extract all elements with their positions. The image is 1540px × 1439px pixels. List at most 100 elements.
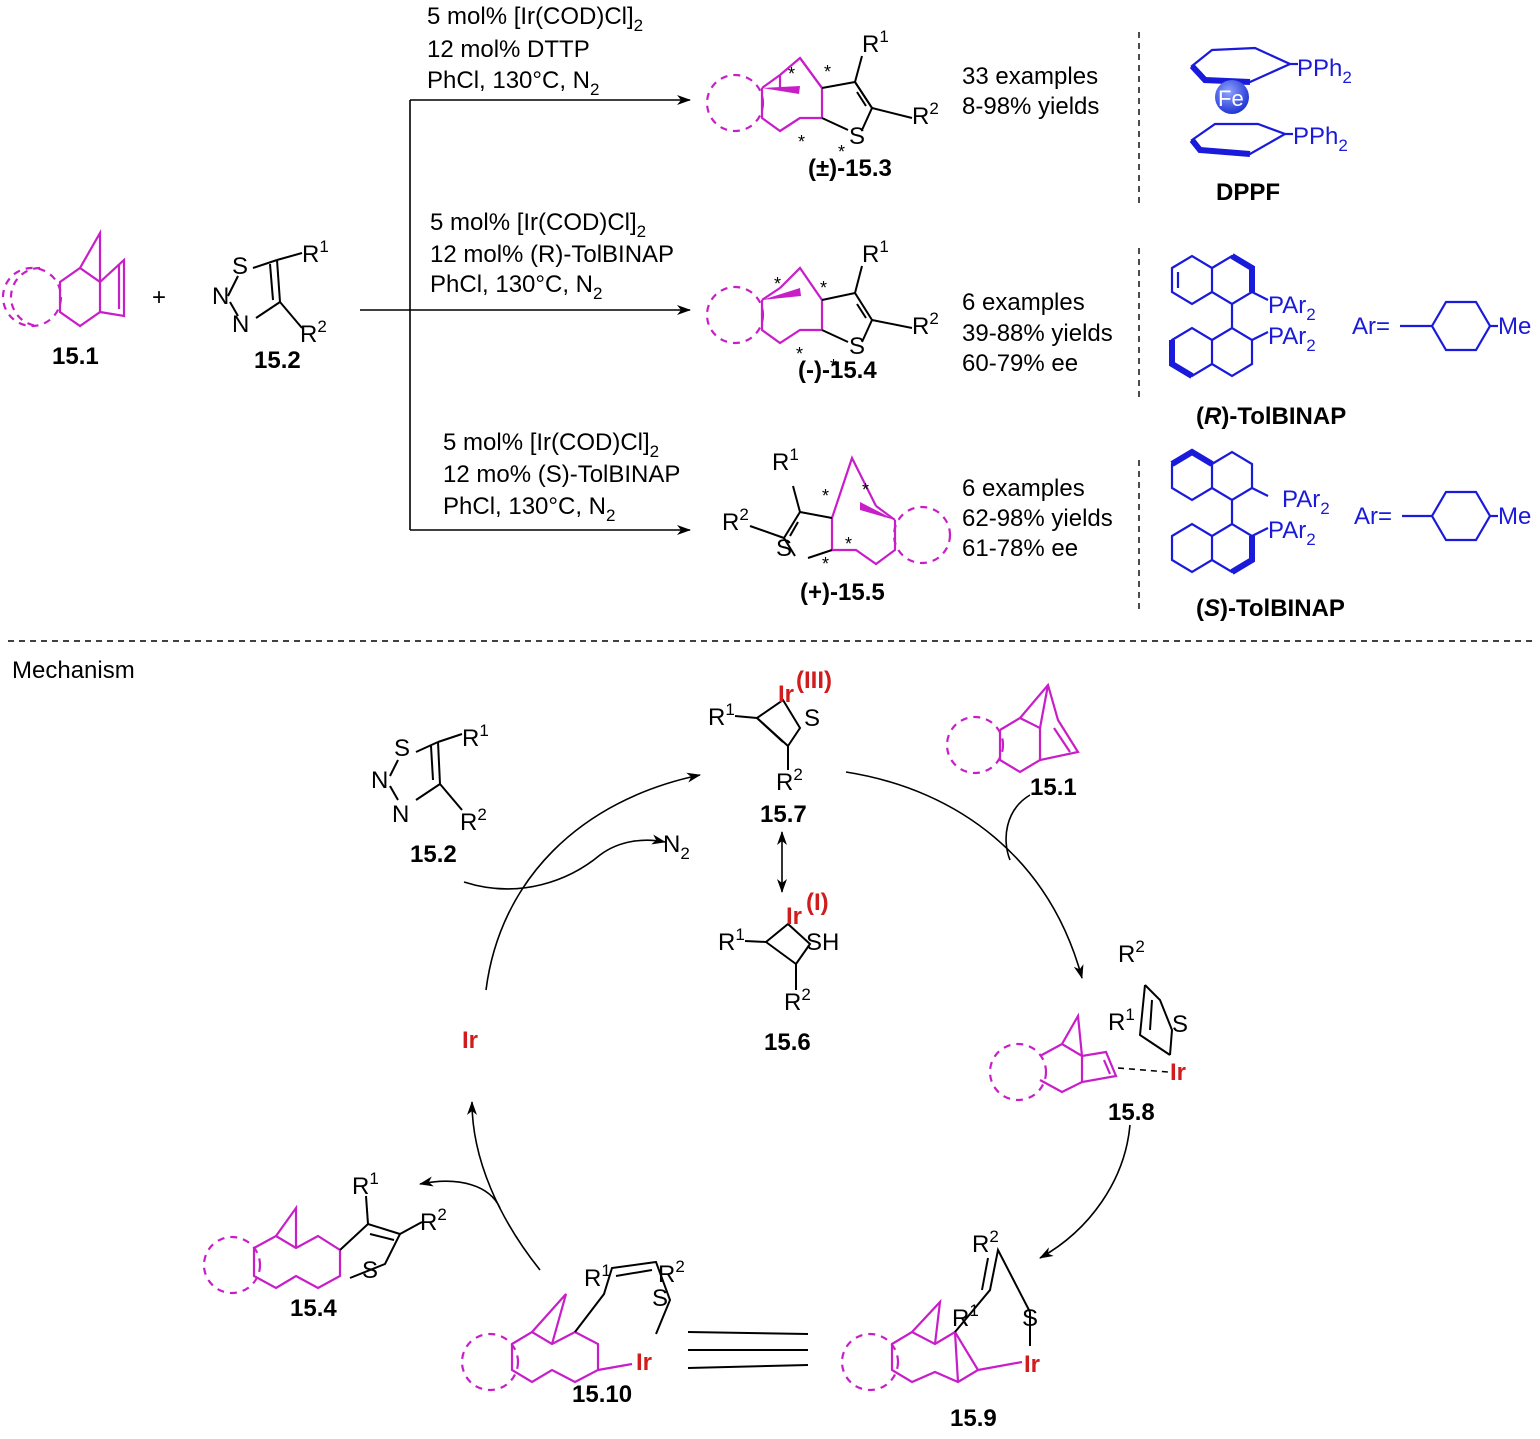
svg-text:Ar=: Ar=: [1354, 503, 1392, 530]
label-dppf: DPPF: [1216, 179, 1280, 206]
svg-text:*: *: [798, 132, 805, 152]
norbornene-cycle: 15.1: [945, 682, 1080, 801]
complex-15-9: S Ir R2 R1 15.9: [840, 1227, 1040, 1432]
svg-text:PhCl, 130°C, N2: PhCl, 130°C, N2: [427, 67, 599, 99]
svg-text:Ir: Ir: [1170, 1059, 1186, 1086]
stats-row-3: 6 examples 62-98% yields 61-78% ee: [962, 475, 1113, 562]
label-15-1-cycle: 15.1: [1030, 774, 1077, 801]
svg-text:SH: SH: [806, 929, 839, 956]
svg-text:12 mol% (R)-TolBINAP: 12 mol% (R)-TolBINAP: [430, 241, 674, 268]
svg-text:39-88% yields: 39-88% yields: [962, 320, 1113, 347]
thiadiazole-N1: N: [212, 283, 229, 310]
svg-text:PhCl, 130°C, N2: PhCl, 130°C, N2: [430, 271, 602, 303]
svg-text:(III): (III): [796, 667, 832, 694]
svg-text:Ir: Ir: [636, 1349, 652, 1376]
conditions-row-3: 5 mol% [Ir(COD)Cl]2 12 mo% (S)-TolBINAP …: [443, 429, 680, 525]
label-15-3: (±)-15.3: [808, 155, 892, 182]
thiadiazole-S: S: [232, 253, 248, 280]
svg-text:*: *: [830, 356, 837, 376]
label-15-8: 15.8: [1108, 1099, 1155, 1126]
svg-text:R1: R1: [352, 1169, 379, 1200]
label-15-6: 15.6: [764, 1029, 811, 1056]
svg-text:S: S: [849, 333, 865, 360]
label-15-9: 15.9: [950, 1405, 997, 1432]
product-15-3: S R1 R2 * * * * (±)-15.3: [705, 27, 939, 182]
svg-text:Fe: Fe: [1218, 86, 1244, 111]
label-15-10: 15.10: [572, 1381, 632, 1408]
svg-text:PhCl, 130°C, N2: PhCl, 130°C, N2: [443, 493, 615, 525]
label-15-5: (+)-15.5: [800, 579, 885, 606]
intermediate-15-6: Ir (I) SH R1 R2 15.6: [718, 889, 839, 1056]
label-15-2-cycle: 15.2: [410, 841, 457, 868]
label-15-4-cycle: 15.4: [290, 1295, 337, 1322]
svg-text:R1: R1: [708, 700, 735, 731]
complex-15-8: S Ir R2 R1 15.8: [988, 937, 1188, 1126]
mechanism-heading: Mechanism: [12, 657, 135, 684]
svg-text:R1: R1: [1108, 1005, 1135, 1036]
label-s-tolbinap: (S)-TolBINAP: [1196, 595, 1345, 622]
svg-text:*: *: [822, 486, 829, 506]
svg-text:R1: R1: [952, 1301, 979, 1332]
stats-row-1: 33 examples 8-98% yields: [962, 63, 1099, 120]
svg-text:S: S: [652, 1285, 668, 1312]
product-15-5: S R1 R2 * * * * (+)-15.5: [722, 445, 952, 606]
svg-text:61-78% ee: 61-78% ee: [962, 535, 1078, 562]
svg-text:*: *: [820, 278, 827, 298]
label-r-tolbinap: (R)-TolBINAP: [1196, 403, 1346, 430]
svg-text:PAr2: PAr2: [1268, 323, 1316, 355]
svg-text:PAr2: PAr2: [1282, 486, 1330, 518]
product-15-4-cycle: S R1 R2 15.4: [202, 1169, 447, 1322]
svg-text:S: S: [394, 735, 410, 762]
svg-text:(I): (I): [806, 889, 829, 916]
svg-text:5 mol% [Ir(COD)Cl]2: 5 mol% [Ir(COD)Cl]2: [427, 3, 643, 35]
r-tolbinap-ligand: PAr2 PAr2 Ar= Me (R)-TolBINAP: [1169, 253, 1531, 430]
norbornene-15-1: 15.1: [1, 228, 126, 370]
svg-text:Me: Me: [1498, 313, 1531, 340]
plus-sign: +: [152, 284, 166, 311]
svg-text:S: S: [1022, 1305, 1038, 1332]
dppf-ligand: Fe PPh2 PPh2 DPPF: [1189, 46, 1352, 206]
conditions-row-1: 5 mol% [Ir(COD)Cl]2 12 mol% DTTP PhCl, 1…: [427, 3, 643, 99]
R2-label: R2: [300, 317, 327, 348]
svg-text:Me: Me: [1498, 503, 1531, 530]
reaction-arrows: [360, 95, 691, 535]
svg-text:PAr2: PAr2: [1268, 517, 1316, 549]
svg-text:Ir: Ir: [1024, 1351, 1040, 1378]
label-15-2: 15.2: [254, 347, 301, 374]
svg-text:33 examples: 33 examples: [962, 63, 1098, 90]
svg-text:R2: R2: [722, 505, 749, 536]
svg-text:N: N: [371, 767, 388, 794]
svg-text:R2: R2: [972, 1227, 999, 1258]
complex-15-10: S Ir R1 R2 15.10: [460, 1257, 685, 1408]
svg-text:*: *: [824, 62, 831, 82]
svg-text:R2: R2: [658, 1257, 685, 1288]
svg-text:R2: R2: [784, 985, 811, 1016]
svg-text:8-98% yields: 8-98% yields: [962, 93, 1099, 120]
label-15-1: 15.1: [52, 343, 99, 370]
svg-text:S: S: [776, 535, 792, 562]
svg-text:R2: R2: [912, 309, 939, 340]
nitrogen-release: N2: [663, 831, 690, 863]
catalytic-cycle-arrows: [419, 771, 1131, 1271]
product-15-4: S R1 R2 * * * * (-)-15.4: [705, 237, 939, 384]
svg-text:Ir: Ir: [786, 903, 802, 930]
stats-row-2: 6 examples 39-88% yields 60-79% ee: [962, 289, 1113, 377]
svg-text:Ar=: Ar=: [1352, 313, 1390, 340]
intermediate-15-7: Ir (III) S R1 R2 15.7: [708, 667, 832, 828]
svg-text:R1: R1: [862, 27, 889, 58]
svg-text:12 mo% (S)-TolBINAP: 12 mo% (S)-TolBINAP: [443, 461, 680, 488]
svg-text:R1: R1: [462, 721, 489, 752]
svg-text:*: *: [796, 344, 803, 364]
equivalence-sign: [687, 1331, 809, 1369]
svg-text:12 mol% DTTP: 12 mol% DTTP: [427, 36, 590, 63]
svg-text:6 examples: 6 examples: [962, 289, 1085, 316]
thiadiazole-cycle: S N N R1 R2 15.2: [371, 721, 489, 868]
svg-text:*: *: [862, 480, 869, 500]
svg-text:S: S: [849, 123, 865, 150]
svg-text:R2: R2: [776, 765, 803, 796]
svg-text:PPh2: PPh2: [1297, 55, 1352, 87]
svg-text:*: *: [788, 64, 795, 84]
svg-text:R2: R2: [1118, 937, 1145, 968]
ir-catalyst: Ir: [462, 1027, 478, 1054]
